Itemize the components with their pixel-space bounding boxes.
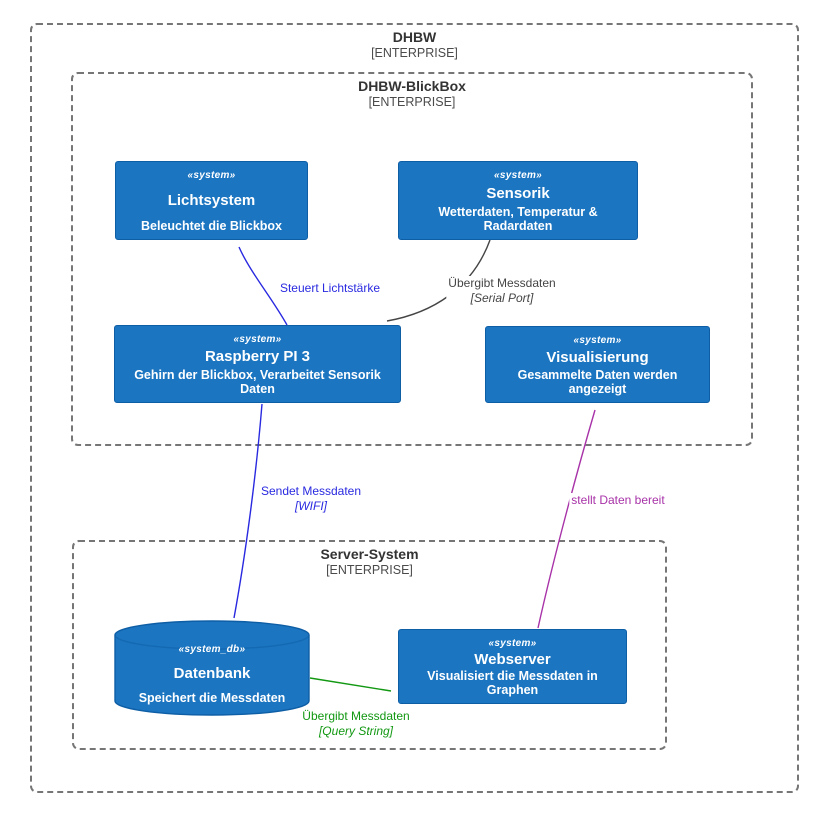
sensorik-name: Sensorik (486, 184, 550, 202)
boundary-server-system-subtitle: [ENTERPRISE] (326, 563, 413, 577)
datenbank-name: Datenbank (173, 664, 251, 682)
visualisierung-stereotype: «system» (573, 335, 622, 346)
edge-label-protocol: [WIFI] (294, 498, 327, 513)
sensorik-description: Wetterdaten, Temperatur & Radardaten (438, 205, 598, 233)
datenbank-description: Speichert die Messdaten (138, 691, 286, 705)
system-sensorik[interactable]: «system» Sensorik Wetterdaten, Temperatu… (398, 161, 638, 240)
boundary-server-system: Server-System [ENTERPRISE] (72, 540, 667, 750)
edge-label-uebergibt-messdaten-serial: Übergibt Messdaten [Serial Port] (446, 276, 558, 305)
raspberry-stereotype: «system» (233, 334, 282, 345)
lichtsystem-stereotype: «system» (187, 170, 236, 181)
webserver-stereotype: «system» (488, 638, 537, 649)
system-webserver[interactable]: «system» Webserver Visualisiert die Mess… (398, 629, 627, 704)
edge-label-text: Übergibt Messdaten (448, 276, 556, 290)
visualisierung-description: Gesammelte Daten werden angezeigt (517, 368, 678, 396)
system-raspberry-pi3[interactable]: «system» Raspberry PI 3 Gehirn der Blick… (114, 325, 401, 403)
edge-label-steuert-lichtstaerke: Steuert Lichtstärke (277, 281, 383, 296)
edge-label-sendet-messdaten-wifi: Sendet Messdaten [WIFI] (258, 484, 364, 513)
webserver-name: Webserver (474, 650, 551, 668)
edge-label-uebergibt-messdaten-query: Übergibt Messdaten [Query String] (300, 709, 412, 738)
edge-label-text: Übergibt Messdaten (302, 709, 410, 723)
lichtsystem-name: Lichtsystem (167, 191, 256, 209)
database-cylinder-shape (114, 620, 310, 716)
edge-label-protocol: [Query String] (318, 723, 394, 738)
webserver-description: Visualisiert die Messdaten in Graphen (427, 669, 598, 697)
raspberry-name: Raspberry PI 3 (204, 348, 311, 365)
edge-label-text: Steuert Lichtstärke (279, 281, 381, 295)
edge-label-text: stellt Daten bereit (571, 493, 665, 507)
visualisierung-name: Visualisierung (546, 348, 649, 366)
datenbank-stereotype: «system_db» (178, 644, 246, 655)
edge-label-stellt-daten-bereit: stellt Daten bereit (569, 493, 667, 508)
boundary-blickbox: DHBW-BlickBox [ENTERPRISE] (71, 72, 753, 446)
boundary-dhbw: DHBW [ENTERPRISE] (30, 23, 799, 793)
boundary-blickbox-title: DHBW-BlickBox (358, 78, 466, 94)
boundary-blickbox-subtitle: [ENTERPRISE] (368, 95, 456, 109)
boundary-dhbw-subtitle: [ENTERPRISE] (371, 46, 458, 60)
edge-label-text: Sendet Messdaten (260, 484, 362, 498)
boundary-dhbw-title: DHBW (392, 29, 437, 45)
sensorik-stereotype: «system» (494, 170, 542, 181)
lichtsystem-description: Beleuchtet die Blickbox (140, 219, 282, 233)
system-db-datenbank[interactable]: «system_db» Datenbank Speichert die Mess… (114, 620, 310, 716)
edge-label-protocol: [Serial Port] (470, 290, 534, 305)
system-lichtsystem[interactable]: «system» Lichtsystem Beleuchtet die Blic… (115, 161, 308, 240)
system-visualisierung[interactable]: «system» Visualisierung Gesammelte Daten… (485, 326, 710, 403)
raspberry-description: Gehirn der Blickbox, Verarbeitet Sensori… (134, 368, 381, 396)
boundary-server-system-title: Server-System (320, 546, 419, 562)
